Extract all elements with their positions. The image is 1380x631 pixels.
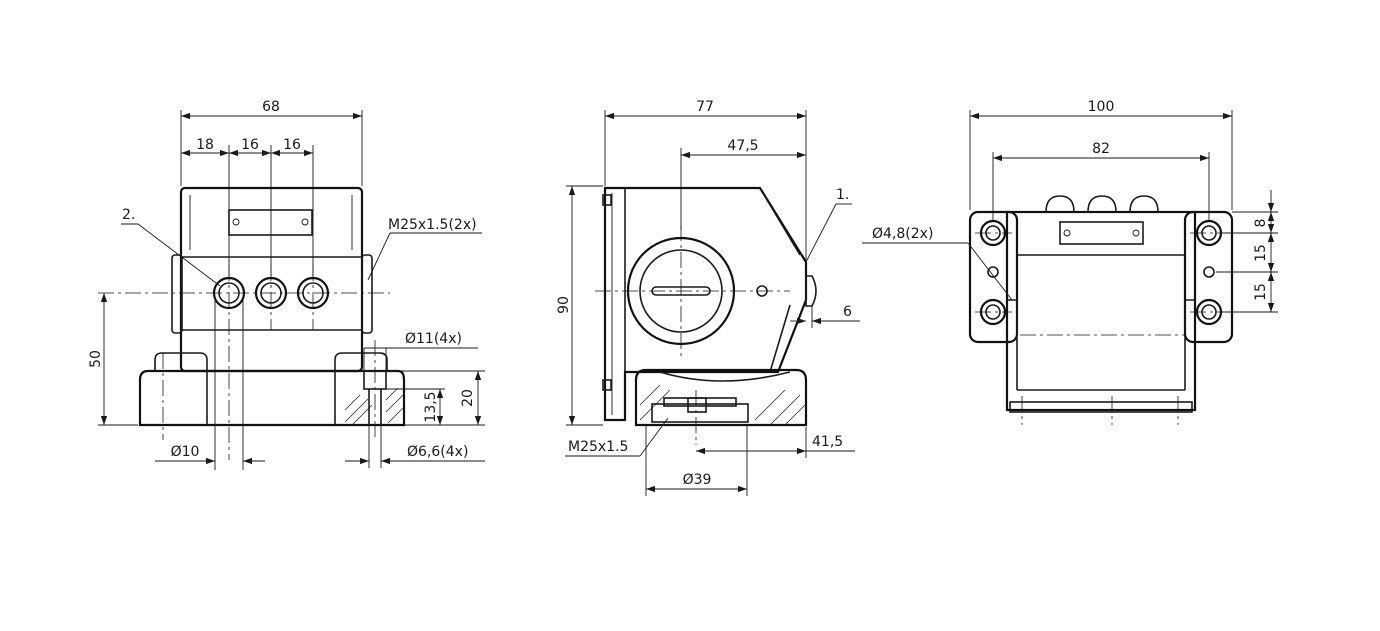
dim-front-20: 20: [460, 389, 476, 407]
dim-back-100: 100: [1088, 99, 1115, 115]
dim-back-15b: 15: [1253, 283, 1269, 301]
dim-side-47-5: 47,5: [727, 138, 758, 154]
dim-back-82: 82: [1092, 141, 1110, 157]
back-view: 100 82 Ø4,8(2x) 8 15 15: [862, 99, 1278, 425]
front-base-section: [344, 370, 405, 426]
dim-front-13-5: 13,5: [423, 391, 439, 422]
dim-back-d4-8: Ø4,8(2x): [872, 226, 933, 242]
dim-front-d6-6: Ø6,6(4x): [407, 444, 468, 460]
back-housing: [1005, 210, 1197, 412]
dim-side-90: 90: [556, 296, 572, 314]
callout-2: 2.: [122, 207, 135, 223]
side-actuator: [805, 275, 817, 307]
side-dial-inner: [639, 249, 723, 333]
dim-front-16a: 16: [241, 137, 259, 153]
back-label-plate: [1059, 221, 1144, 245]
front-right-boss: [361, 254, 373, 334]
front-view: 68 18 16 16 50 Ø10 M25x1.5(2x) 2. Ø11(: [88, 99, 485, 470]
front-left-boss: [171, 254, 183, 334]
dim-front-d11: Ø11(4x): [405, 331, 462, 347]
callout-1: 1.: [836, 187, 849, 203]
dim-back-15a: 15: [1253, 244, 1269, 262]
side-view: 77 47,5 90 6 1. M25x1.5 41,5 Ø39: [556, 99, 860, 496]
side-cable-gland: [651, 403, 749, 423]
back-left-flange: [968, 210, 1019, 344]
back-right-flange: [1183, 210, 1234, 344]
dim-front-thread: M25x1.5(2x): [388, 217, 477, 233]
dim-front-50: 50: [88, 350, 104, 368]
side-base-section: [639, 384, 807, 426]
dim-front-16b: 16: [283, 137, 301, 153]
dim-back-8: 8: [1253, 219, 1269, 228]
dim-side-77: 77: [696, 99, 714, 115]
dim-side-6: 6: [843, 304, 852, 320]
dim-front-68: 68: [262, 99, 280, 115]
dim-side-thread: M25x1.5: [568, 439, 628, 455]
dim-front-d10: Ø10: [171, 444, 200, 460]
front-housing: [179, 186, 364, 373]
front-label-plate: [228, 209, 313, 236]
back-indicator-domes: [1045, 195, 1159, 213]
dim-front-18: 18: [196, 137, 214, 153]
dim-side-d39: Ø39: [683, 472, 712, 488]
side-base: [634, 368, 808, 427]
dim-side-41-5: 41,5: [812, 434, 843, 450]
